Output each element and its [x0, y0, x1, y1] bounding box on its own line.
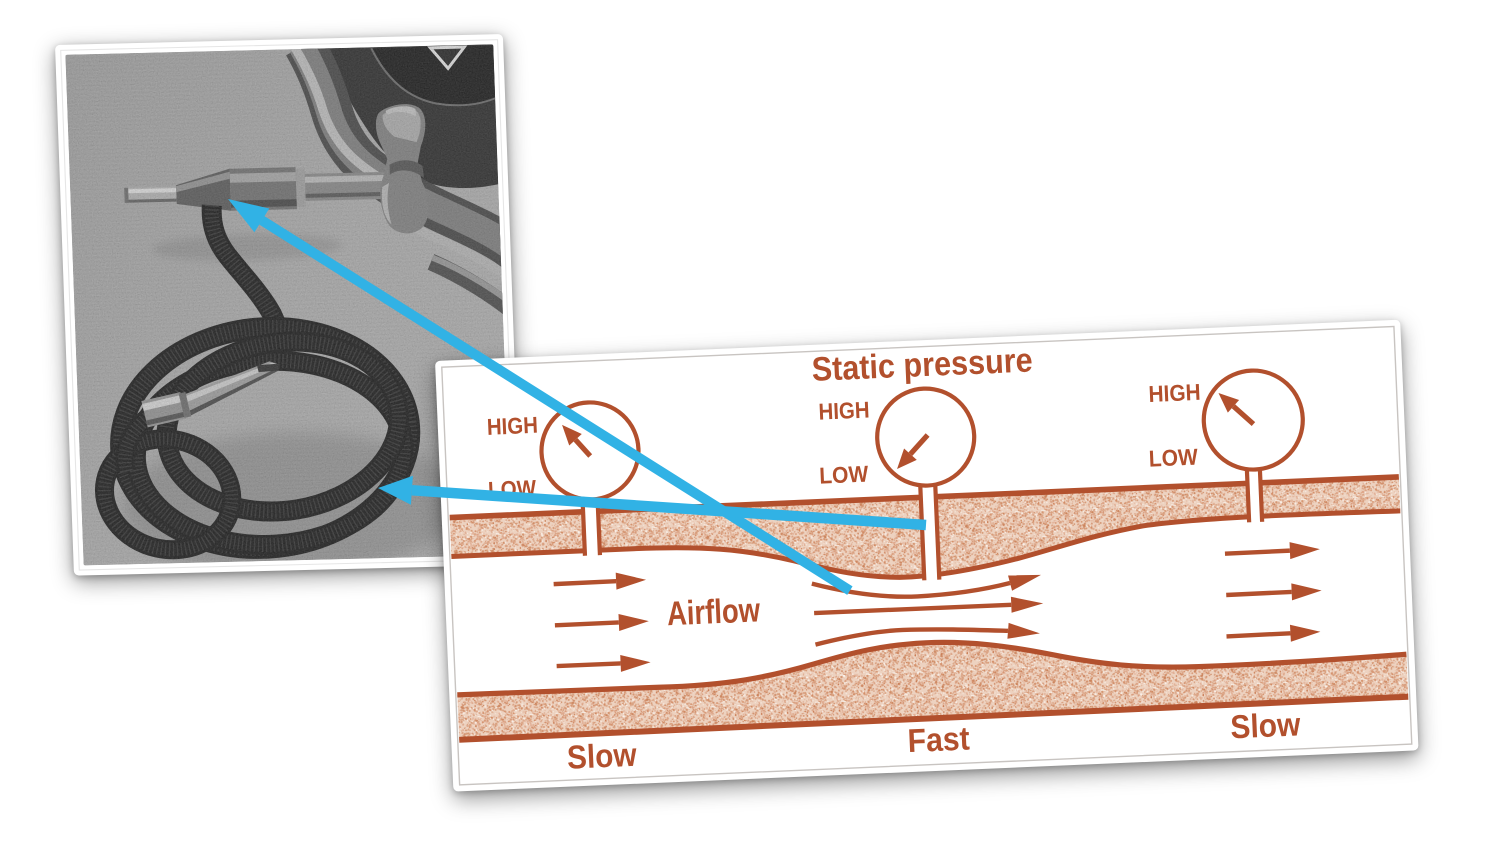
svg-text:Fast: Fast — [907, 720, 971, 760]
svg-text:LOW: LOW — [819, 461, 869, 489]
svg-text:HIGH: HIGH — [1148, 379, 1201, 407]
svg-text:LOW: LOW — [1148, 443, 1198, 471]
svg-text:LOW: LOW — [488, 475, 537, 503]
svg-text:Slow: Slow — [566, 736, 637, 776]
svg-text:Static pressure: Static pressure — [811, 341, 1033, 388]
svg-text:HIGH: HIGH — [486, 412, 538, 440]
svg-text:Airflow: Airflow — [666, 591, 761, 633]
svg-text:HIGH: HIGH — [818, 396, 870, 424]
svg-text:Slow: Slow — [1230, 705, 1302, 745]
